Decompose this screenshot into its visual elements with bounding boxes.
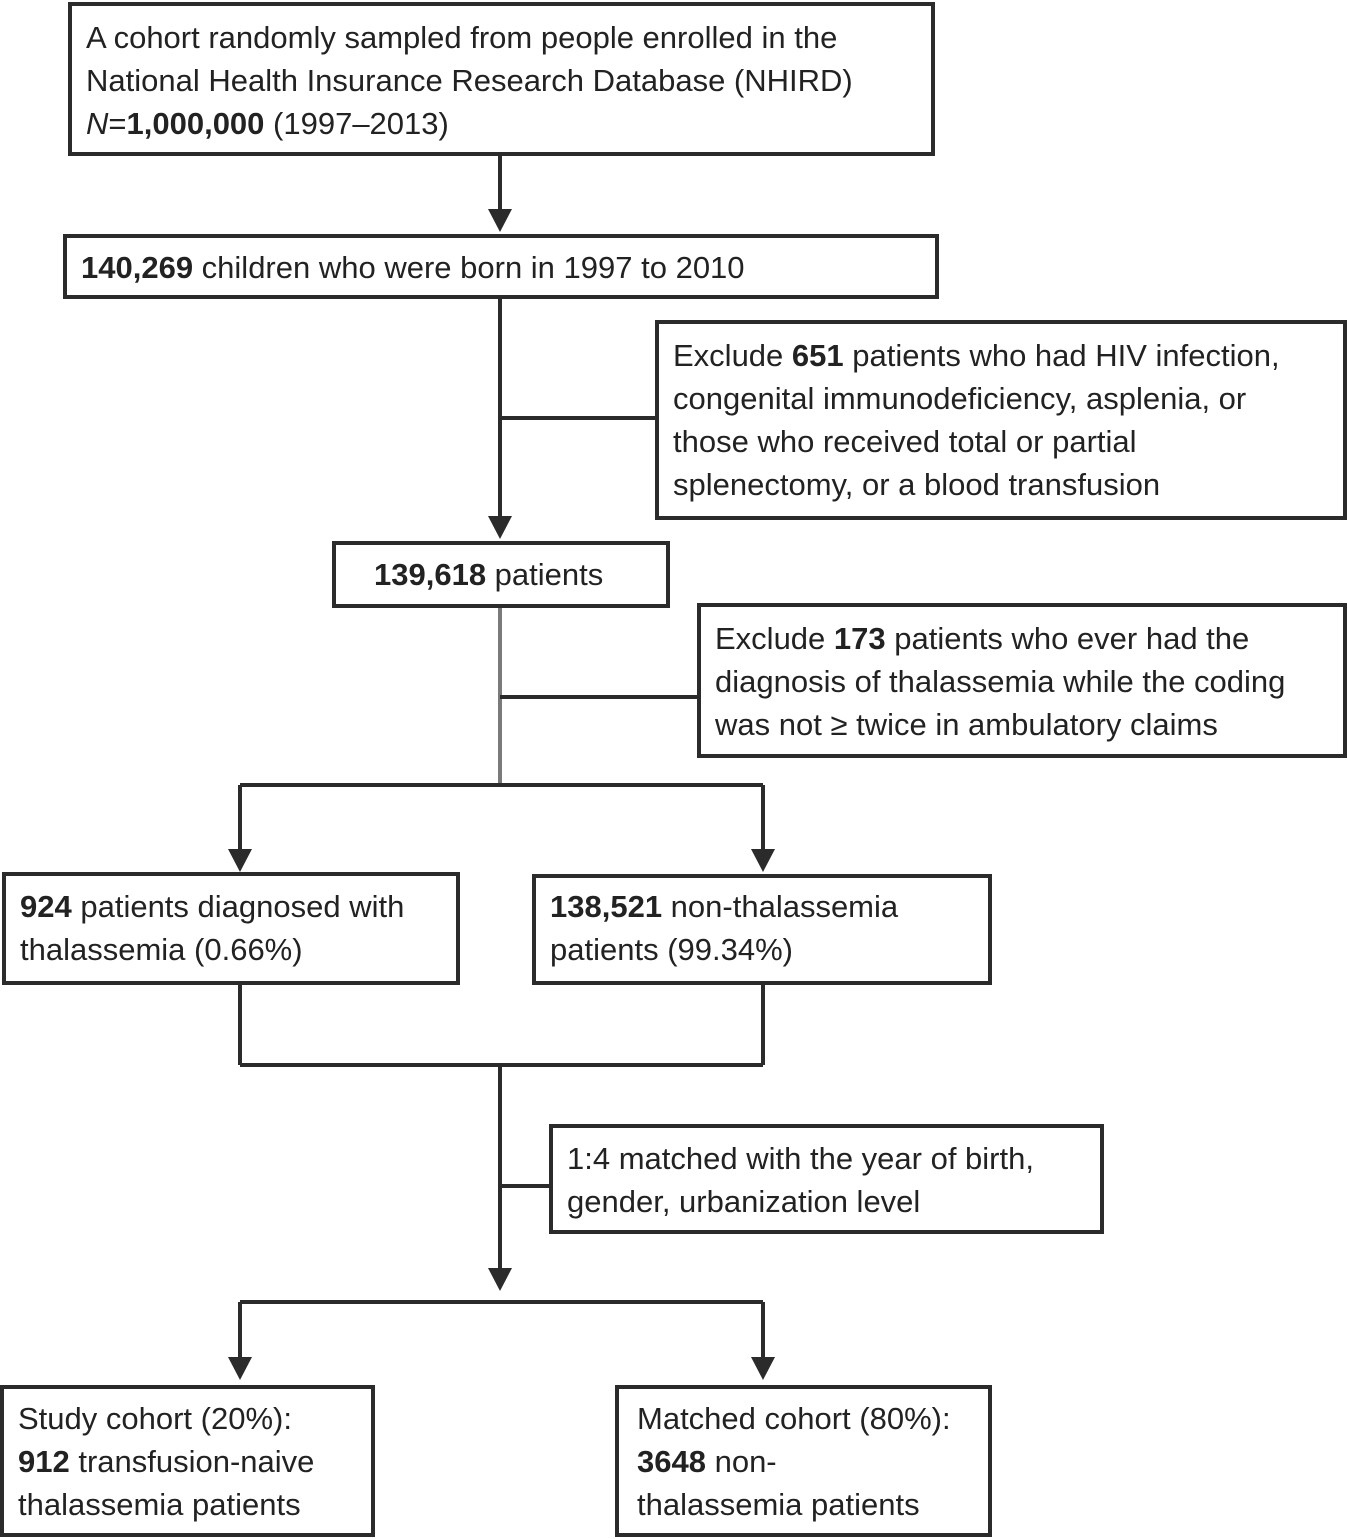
- cohort-n-label: N: [86, 106, 109, 141]
- exclude1-box: Exclude 651 patients who had HIV infecti…: [655, 320, 1347, 520]
- cohort-line3: N=1,000,000 (1997–2013): [86, 102, 919, 145]
- thal-line2: thalassemia (0.66%): [20, 932, 303, 967]
- patients-box: 139,618 patients: [332, 541, 670, 608]
- cohort-n-value: 1,000,000: [126, 106, 265, 141]
- study-count: 912: [18, 1444, 70, 1479]
- exclude1-line1: Exclude 651 patients who had HIV infecti…: [673, 334, 1331, 377]
- cohort-line1: A cohort randomly sampled from people en…: [86, 20, 838, 55]
- matching-box: 1:4 matched with the year of birth, gend…: [549, 1124, 1104, 1234]
- arrowhead-study: [228, 1357, 252, 1380]
- arrowhead-matched-cohort: [751, 1357, 775, 1380]
- nonthal-count: 138,521: [550, 889, 663, 924]
- matched-line1: 1:4 matched with the year of birth,: [567, 1141, 1034, 1176]
- exclude2-line2: diagnosis of thalassemia while the codin…: [715, 664, 1286, 699]
- matched-cohort-count: 3648: [637, 1444, 706, 1479]
- non-thalassemia-box: 138,521 non-thalassemia patients (99.34%…: [532, 874, 992, 985]
- exclude2-line1-rest: patients who ever had the: [885, 621, 1250, 656]
- matched-cohort-line1: Matched cohort (80%):: [637, 1401, 951, 1436]
- children-text: children who were born in 1997 to 2010: [193, 250, 745, 285]
- exclude1-count: 651: [791, 338, 844, 373]
- exclude1-line2: congenital immunodeficiency, asplenia, o…: [673, 381, 1247, 416]
- children-count: 140,269: [81, 250, 194, 285]
- arrowhead-nonthal: [751, 849, 775, 872]
- matched-cohort-line2: 3648 non-: [637, 1440, 976, 1483]
- exclude1-line3: those who received total or partial: [673, 424, 1137, 459]
- cohort-line2: National Health Insurance Research Datab…: [86, 63, 853, 98]
- exclude2-box: Exclude 173 patients who ever had the di…: [697, 603, 1347, 758]
- exclude1-line4: splenectomy, or a blood transfusion: [673, 467, 1161, 502]
- study-line1: Study cohort (20%):: [18, 1401, 292, 1436]
- children-box: 140,269 children who were born in 1997 t…: [63, 234, 939, 299]
- study-line3: thalassemia patients: [18, 1487, 301, 1522]
- patients-count: 139,618: [374, 557, 487, 592]
- exclude2-prefix: Exclude: [715, 621, 834, 656]
- cohort-eq: =: [108, 106, 127, 141]
- cohort-box: A cohort randomly sampled from people en…: [68, 2, 935, 156]
- matched-cohort-line3: thalassemia patients: [637, 1487, 920, 1522]
- exclude1-line1-rest: patients who had HIV infection,: [843, 338, 1280, 373]
- arrowhead-patients: [488, 516, 512, 539]
- matched-line2: gender, urbanization level: [567, 1184, 921, 1219]
- exclude2-count: 173: [833, 621, 886, 656]
- nonthal-line2: patients (99.34%): [550, 932, 793, 967]
- study-line2-rest: transfusion-naive: [69, 1444, 315, 1479]
- study-line2: 912 transfusion-naive: [18, 1440, 359, 1483]
- exclude2-line3: was not ≥ twice in ambulatory claims: [715, 707, 1218, 742]
- arrowhead-thal: [228, 849, 252, 872]
- exclude2-line1: Exclude 173 patients who ever had the: [715, 617, 1331, 660]
- thalassemia-box: 924 patients diagnosed with thalassemia …: [2, 872, 460, 985]
- thal-line1-rest: patients diagnosed with: [71, 889, 405, 924]
- patients-text: patients: [486, 557, 604, 592]
- thal-line1: 924 patients diagnosed with: [20, 885, 444, 928]
- exclude1-prefix: Exclude: [673, 338, 792, 373]
- matched-cohort-line2-rest: non-: [705, 1444, 777, 1479]
- nonthal-line1: 138,521 non-thalassemia: [550, 885, 976, 928]
- arrowhead-merge: [488, 1268, 512, 1291]
- cohort-years: (1997–2013): [264, 106, 449, 141]
- arrowhead-children: [488, 209, 512, 232]
- matched-cohort-box: Matched cohort (80%): 3648 non- thalasse…: [615, 1385, 992, 1537]
- thal-count: 924: [20, 889, 72, 924]
- study-cohort-box: Study cohort (20%): 912 transfusion-naiv…: [0, 1385, 375, 1537]
- nonthal-line1-rest: non-thalassemia: [662, 889, 899, 924]
